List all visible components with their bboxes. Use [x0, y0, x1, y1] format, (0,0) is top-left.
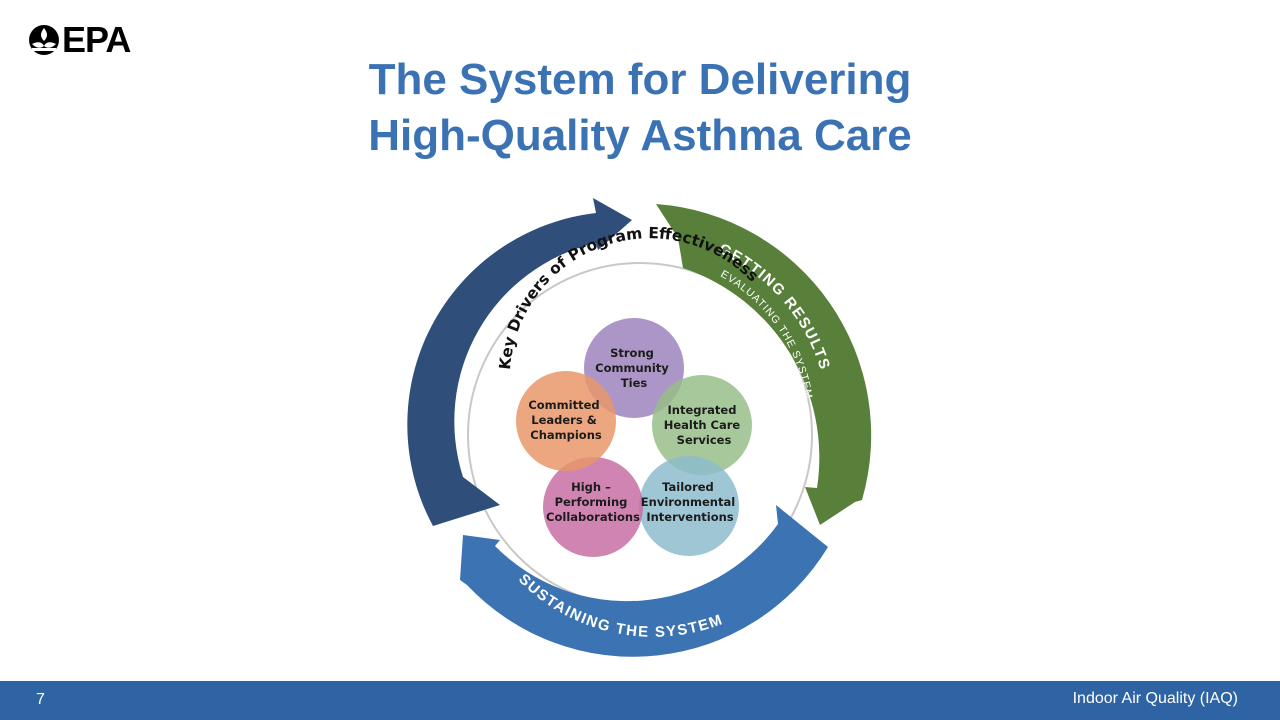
epa-flower-icon [29, 25, 59, 55]
logo-text: EPA [62, 19, 131, 60]
footer-bar: 7 Indoor Air Quality (IAQ) [0, 681, 1280, 720]
epa-logo: EPA [28, 19, 131, 60]
driver-label-community: Strong Community Ties [595, 346, 673, 390]
getting-arc [656, 204, 872, 525]
driver-label-collaborations: High – Performing Collaborations [546, 480, 640, 524]
title-line-1: The System for Delivering [368, 55, 912, 104]
driver-label-environmental: Tailored Environmental Interventions [641, 480, 739, 524]
driver-circle-community [584, 318, 684, 418]
driver-label-leaders: Committed Leaders & Champions [528, 398, 603, 442]
footer-label: Indoor Air Quality (IAQ) [1072, 690, 1238, 707]
driver-circle-leaders [516, 371, 616, 471]
driver-circles [516, 318, 752, 557]
sustaining-arc [460, 505, 828, 657]
building-arc [407, 198, 632, 526]
system-cycle-diagram: BUILDING THE SYSTEM GETTING RESULTS EVAL… [400, 190, 872, 657]
slide-title: The System for Delivering High-Quality A… [240, 52, 1040, 164]
driver-circle-collaborations [543, 457, 643, 557]
title-line-2: High-Quality Asthma Care [368, 111, 912, 160]
driver-circle-health-care [652, 375, 752, 475]
page-number: 7 [36, 691, 45, 708]
driver-circle-environmental [639, 456, 739, 556]
driver-label-health-care: Integrated Health Care Services [664, 403, 745, 447]
